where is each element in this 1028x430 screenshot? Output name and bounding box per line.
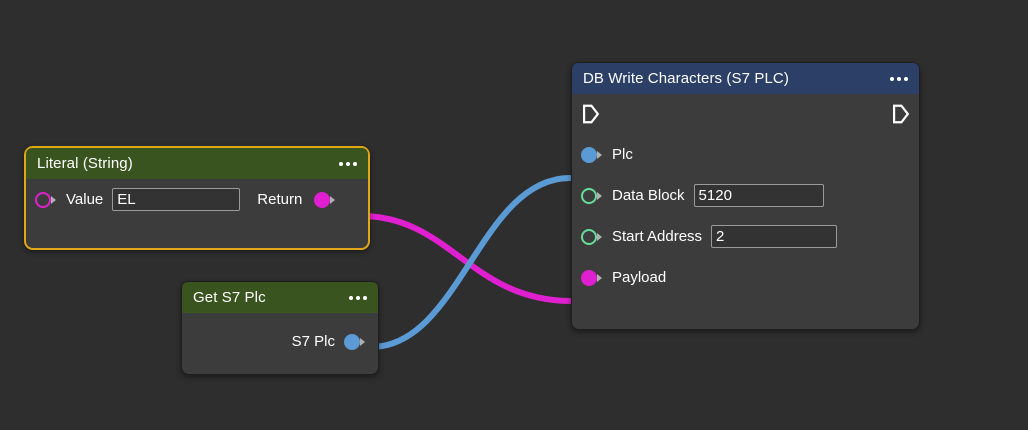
port-label-data-block: Data Block bbox=[612, 187, 685, 204]
node-get-s7-plc[interactable]: Get S7 Plc S7 Plc bbox=[181, 281, 379, 375]
node-title: Literal (String) bbox=[37, 155, 133, 172]
port-row-s7-plc-out: S7 Plc bbox=[182, 313, 378, 370]
node-header[interactable]: DB Write Characters (S7 PLC) bbox=[572, 63, 919, 94]
port-dot-s7-plc[interactable] bbox=[344, 333, 366, 350]
node-body: Plc Data Block Start Address bbox=[572, 94, 919, 298]
node-db-write-characters[interactable]: DB Write Characters (S7 PLC) Plc bbox=[571, 62, 920, 330]
port-dot-plc[interactable] bbox=[581, 146, 603, 163]
node-header[interactable]: Get S7 Plc bbox=[182, 282, 378, 313]
kebab-menu-icon[interactable] bbox=[348, 292, 368, 304]
node-literal-string[interactable]: Literal (String) Value Return bbox=[24, 146, 370, 250]
node-body: Value Return bbox=[26, 179, 368, 220]
port-label-value: Value bbox=[66, 191, 104, 208]
value-input[interactable] bbox=[112, 188, 241, 211]
port-row-value-return: Value Return bbox=[26, 179, 368, 220]
port-label-payload: Payload bbox=[612, 269, 667, 286]
port-label-plc: Plc bbox=[612, 146, 633, 163]
port-dot-data-block[interactable] bbox=[581, 187, 603, 204]
port-label-s7-plc: S7 Plc bbox=[291, 333, 335, 350]
node-header[interactable]: Literal (String) bbox=[26, 148, 368, 179]
port-row-data-block: Data Block bbox=[572, 175, 919, 216]
node-title: DB Write Characters (S7 PLC) bbox=[583, 70, 789, 87]
port-dot-value[interactable] bbox=[35, 191, 57, 208]
wire-literal-return-to-payload bbox=[358, 213, 573, 304]
port-row-payload: Payload bbox=[572, 257, 919, 298]
start-address-input[interactable] bbox=[711, 225, 838, 248]
node-title: Get S7 Plc bbox=[193, 289, 266, 306]
port-dot-start-address[interactable] bbox=[581, 228, 603, 245]
exec-pin-icon[interactable] bbox=[891, 103, 910, 125]
node-body: S7 Plc bbox=[182, 313, 378, 370]
port-label-return: Return bbox=[257, 191, 303, 208]
kebab-menu-icon[interactable] bbox=[889, 73, 909, 85]
exec-pin-icon[interactable] bbox=[581, 103, 600, 125]
port-label-start-address: Start Address bbox=[612, 228, 703, 245]
port-row-plc: Plc bbox=[572, 134, 919, 175]
exec-row bbox=[572, 94, 919, 134]
port-dot-payload[interactable] bbox=[581, 269, 603, 286]
port-dot-return[interactable] bbox=[314, 191, 336, 208]
wire-gets7-out-to-plc bbox=[368, 175, 573, 350]
kebab-menu-icon[interactable] bbox=[338, 158, 358, 170]
port-row-start-address: Start Address bbox=[572, 216, 919, 257]
data-block-input[interactable] bbox=[693, 184, 824, 207]
